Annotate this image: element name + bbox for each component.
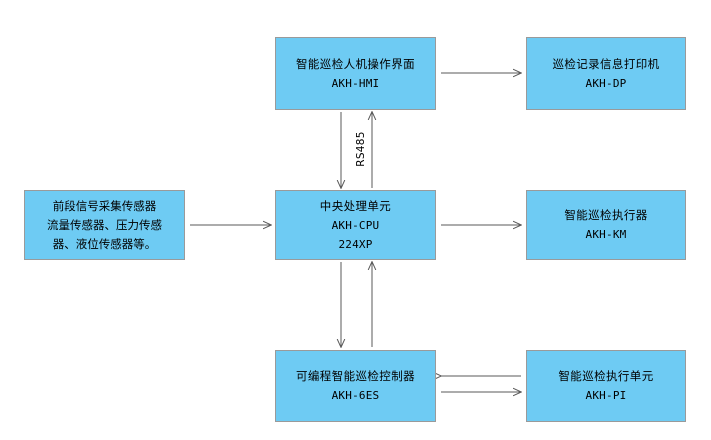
node-cpu-model: 224XP	[338, 237, 373, 251]
node-sensors-line2: 流量传感器、压力传感	[47, 217, 162, 232]
node-cpu[interactable]: 中央处理单元 AKH-CPU 224XP	[275, 190, 436, 260]
node-exec-unit-title: 智能巡检执行单元	[558, 369, 654, 383]
node-controller-code: AKH-6ES	[331, 389, 380, 402]
node-controller-title: 可编程智能巡检控制器	[296, 369, 415, 383]
node-hmi-code: AKH-HMI	[331, 76, 380, 90]
node-controller[interactable]: 可编程智能巡检控制器 AKH-6ES	[275, 350, 436, 422]
node-cpu-title: 中央处理单元	[319, 198, 392, 213]
node-sensors[interactable]: 前段信号采集传感器 流量传感器、压力传感 器、液位传感器等。	[24, 190, 185, 260]
node-printer-code: AKH-DP	[585, 76, 627, 90]
node-actuator[interactable]: 智能巡检执行器 AKH-KM	[526, 190, 686, 260]
node-exec-unit-code: AKH-PI	[585, 389, 627, 402]
node-sensors-line3: 器、液位传感器等。	[52, 236, 157, 251]
node-sensors-line1: 前段信号采集传感器	[52, 198, 157, 213]
node-actuator-code: AKH-KM	[585, 228, 627, 241]
node-hmi-title: 智能巡检人机操作界面	[296, 56, 415, 71]
node-exec-unit[interactable]: 智能巡检执行单元 AKH-PI	[526, 350, 686, 422]
edge-label-rs485: RS485	[355, 131, 367, 167]
node-cpu-code: AKH-CPU	[331, 218, 380, 232]
node-printer-title: 巡检记录信息打印机	[552, 56, 660, 71]
node-actuator-title: 智能巡检执行器	[564, 208, 648, 222]
node-printer[interactable]: 巡检记录信息打印机 AKH-DP	[526, 37, 686, 110]
node-hmi[interactable]: 智能巡检人机操作界面 AKH-HMI	[275, 37, 436, 110]
